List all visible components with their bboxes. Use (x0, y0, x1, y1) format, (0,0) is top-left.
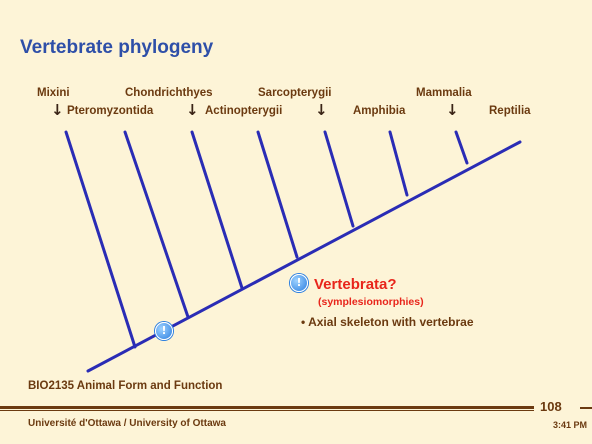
footer-rule-end (580, 407, 592, 409)
cladogram-trunk (86, 140, 522, 373)
taxon-amphibia: Amphibia (353, 105, 406, 117)
arrow-down-icon: ↓ (51, 101, 64, 119)
footer-rule-thin (0, 410, 534, 411)
arrow-down-icon: ↓ (446, 101, 459, 119)
branch-amphibia (388, 130, 409, 197)
node-bullet: • Axial skeleton with vertebrae (301, 315, 474, 329)
taxon-reptilia: Reptilia (489, 105, 531, 117)
university-name: Université d'Ottawa / University of Otta… (28, 418, 226, 429)
branch-mammalia (454, 130, 469, 165)
taxon-sarcopterygii: Sarcopterygii (258, 87, 332, 99)
arrow-down-icon: ↓ (315, 101, 328, 119)
taxon-actinopterygii: Actinopterygii (205, 105, 283, 117)
info-icon[interactable]: ! (290, 274, 308, 292)
node-subtitle: (symplesiomorphies) (318, 296, 424, 308)
footer-rule (0, 406, 534, 409)
branch-sarcopterygii (323, 130, 355, 228)
branch-chondrichthyes (190, 130, 244, 290)
branch-actinopterygii (256, 130, 299, 259)
slide-time: 3:41 PM (553, 420, 588, 430)
branch-mixini (64, 130, 137, 349)
branch-pteromyzontida (123, 130, 190, 319)
taxon-pteromyzontida: Pteromyzontida (67, 105, 154, 117)
course-title: BIO2135 Animal Form and Function (28, 380, 223, 392)
node-title: Vertebrata? (314, 276, 397, 293)
arrow-down-icon: ↓ (186, 101, 199, 119)
slide-title: Vertebrate phylogeny (20, 37, 214, 58)
slide-number: 108 (540, 399, 562, 414)
taxon-mammalia: Mammalia (416, 87, 472, 99)
info-icon[interactable]: ! (155, 322, 173, 340)
taxon-mixini: Mixini (37, 87, 70, 99)
taxon-chondrichthyes: Chondrichthyes (125, 87, 213, 99)
